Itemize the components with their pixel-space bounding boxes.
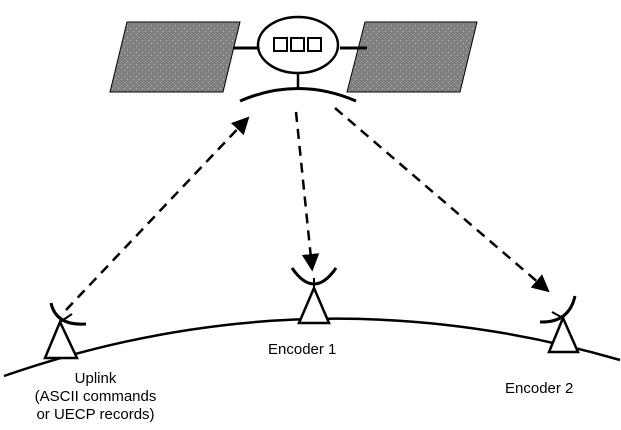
solar-panel-right-icon: [346, 21, 478, 93]
uplink-arrow: [65, 116, 250, 311]
satellite-antenna-dish: [239, 87, 357, 103]
downlink-encoder1-arrow: [294, 111, 320, 272]
uplink-label-line-3: or UECP records): [36, 406, 155, 423]
downlink-encoder2-arrow: [334, 107, 550, 293]
encoder1-dish-antenna-icon: [290, 267, 338, 325]
encoder1-label: Encoder 1: [268, 341, 337, 358]
satellite-window-3: [307, 37, 322, 52]
solar-panel-left-icon: [109, 21, 241, 93]
encoder2-label: Encoder 2: [505, 380, 574, 397]
satellite-window-2: [290, 37, 305, 52]
satellite-window-1: [273, 37, 288, 52]
uplink-label: Uplink (ASCII commands or UECP records): [8, 370, 183, 424]
uplink-label-line-1: Uplink: [74, 370, 117, 387]
uplink-dish-antenna-icon: [43, 302, 87, 360]
uplink-label-line-2: (ASCII commands: [34, 388, 157, 405]
satellite-icon: [109, 15, 478, 103]
encoder2-dish-antenna-icon: [539, 295, 580, 354]
